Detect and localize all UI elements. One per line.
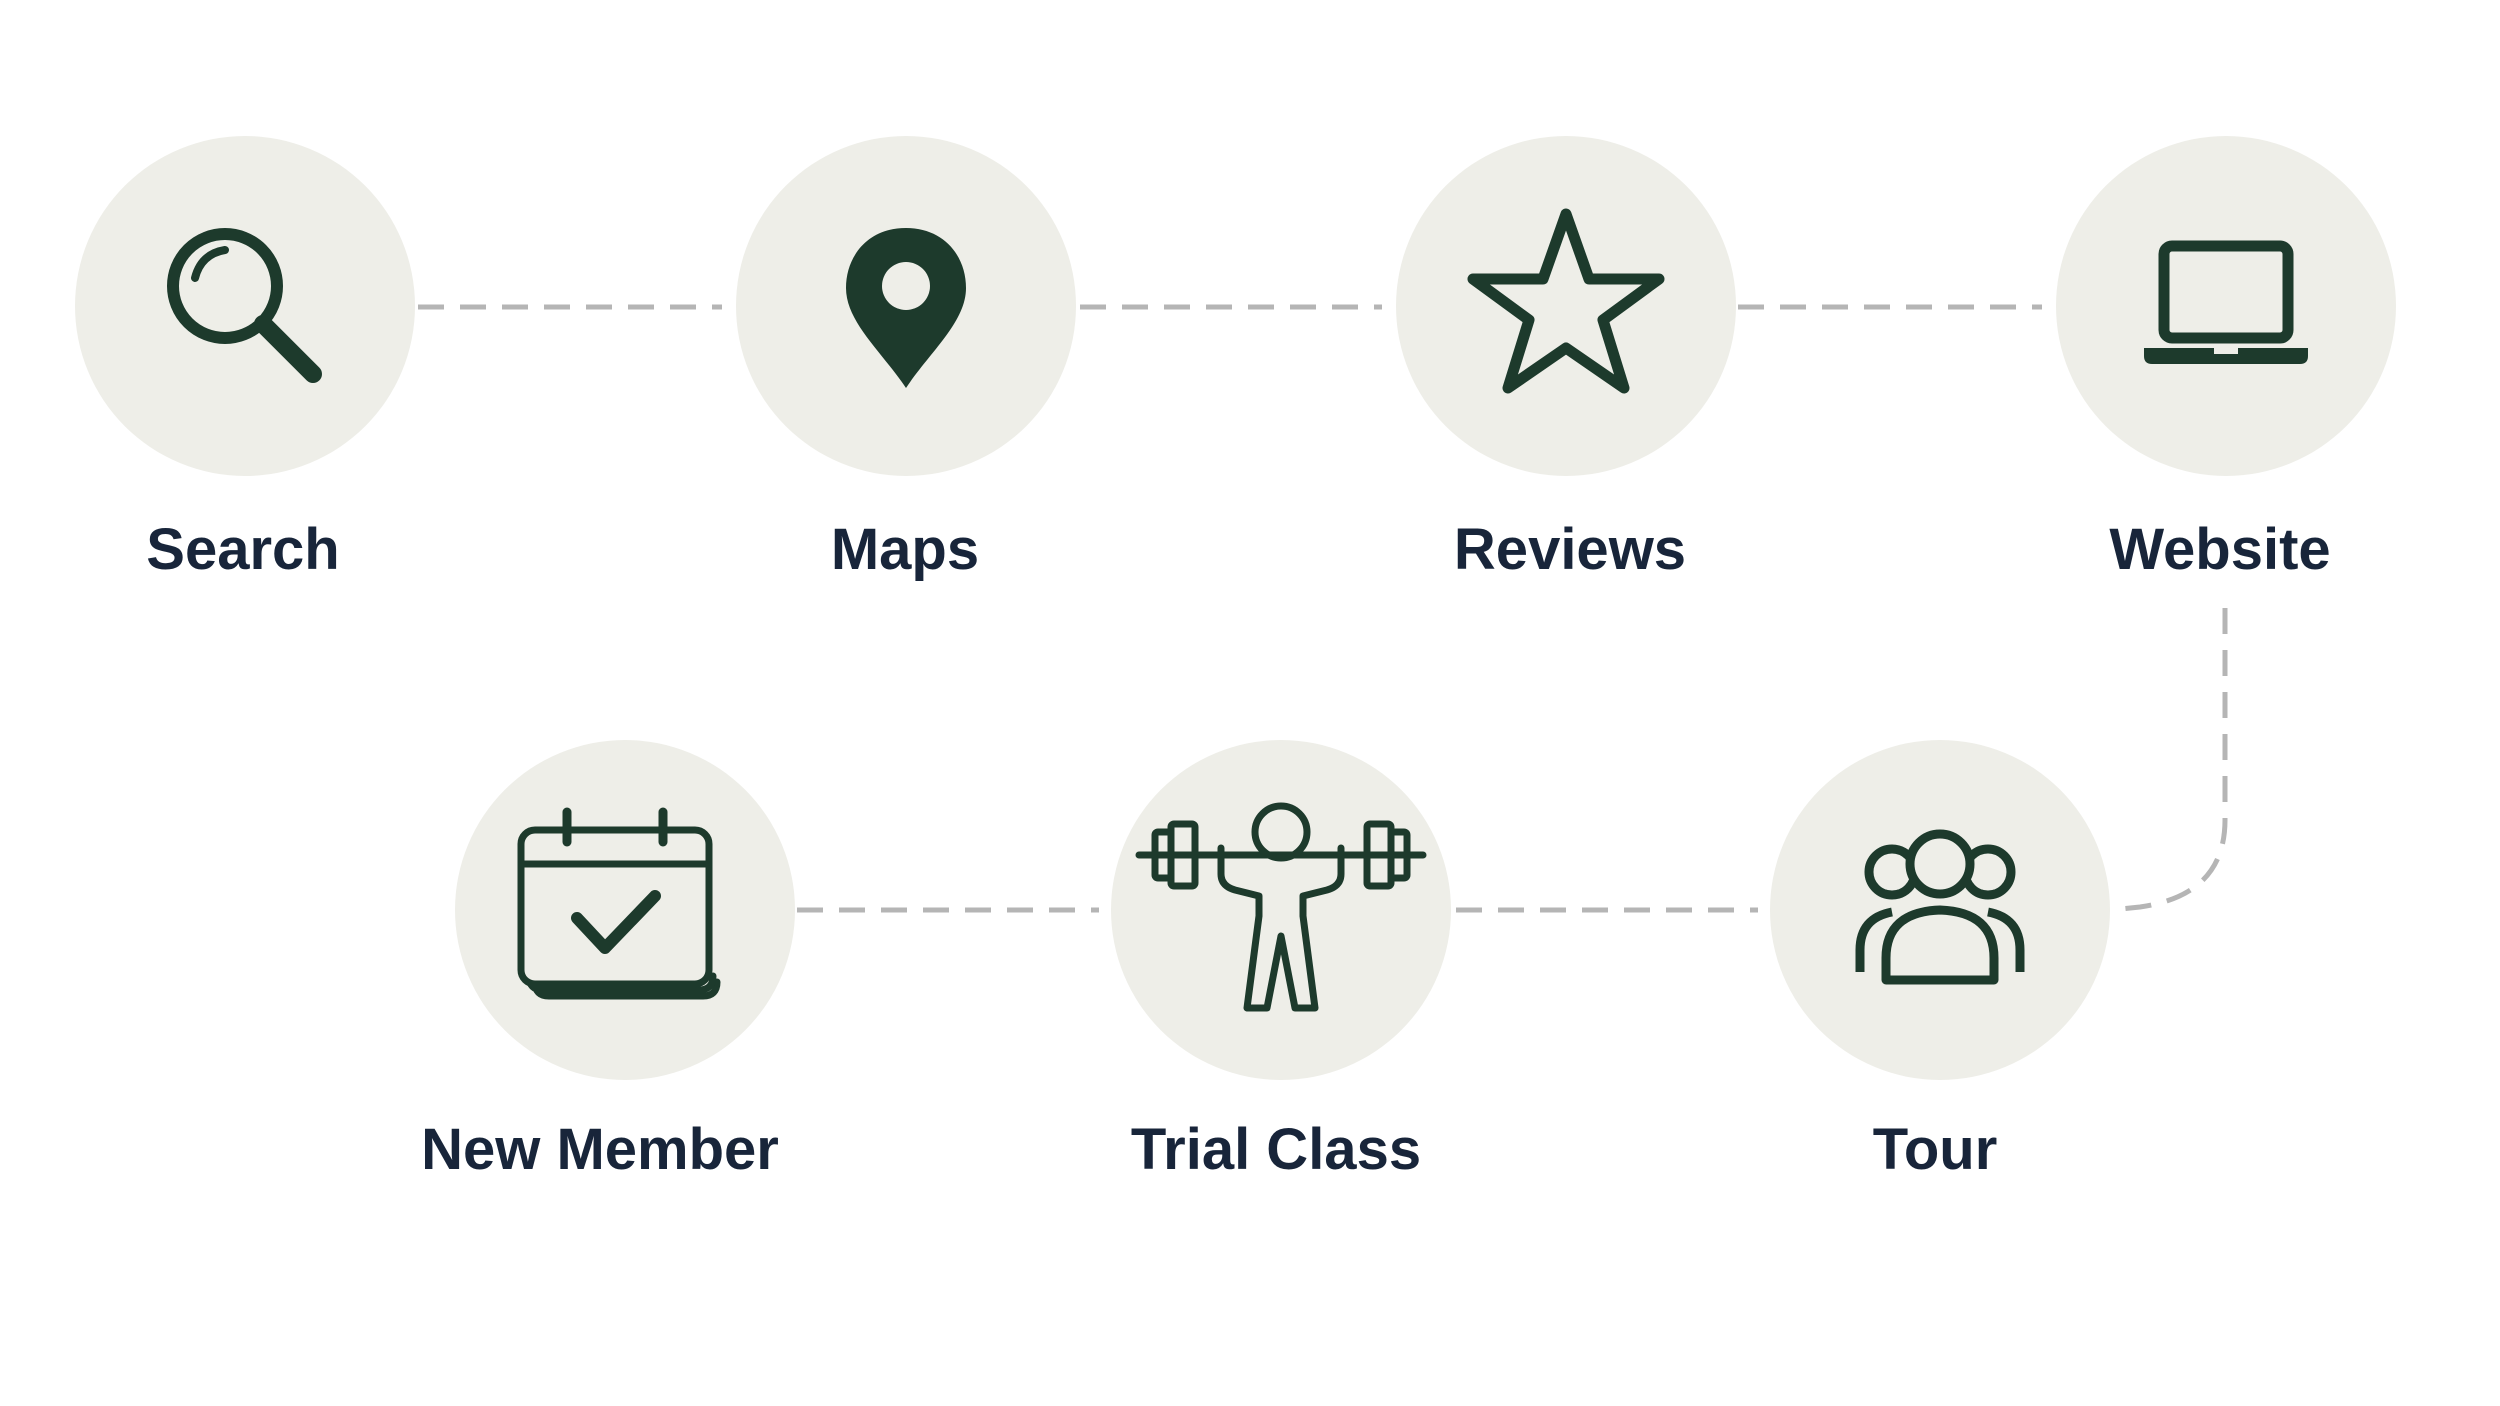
step-trial xyxy=(1111,740,1451,1080)
label-trial: Trial Class xyxy=(1130,1117,1422,1182)
laptop-icon xyxy=(2144,240,2308,364)
label-maps: Maps xyxy=(830,517,980,582)
label-member: New Member xyxy=(421,1117,779,1182)
step-member xyxy=(455,740,795,1080)
label-website: Website xyxy=(2109,517,2331,582)
step-tour xyxy=(1770,740,2110,1080)
star-icon xyxy=(1467,208,1665,394)
group-icon xyxy=(1855,829,2025,985)
step-search xyxy=(75,136,415,476)
step-maps xyxy=(736,136,1076,476)
step-website xyxy=(2056,136,2396,476)
magnifying-glass-icon xyxy=(167,228,322,383)
calendar-check-icon xyxy=(517,807,721,1000)
label-search: Search xyxy=(146,517,340,582)
step-reviews xyxy=(1396,136,1736,476)
label-reviews: Reviews xyxy=(1453,517,1687,582)
weightlifter-icon xyxy=(1135,802,1427,1012)
label-tour: Tour xyxy=(1872,1117,1998,1182)
map-pin-icon xyxy=(846,228,966,388)
connector-website-tour xyxy=(2109,608,2228,913)
